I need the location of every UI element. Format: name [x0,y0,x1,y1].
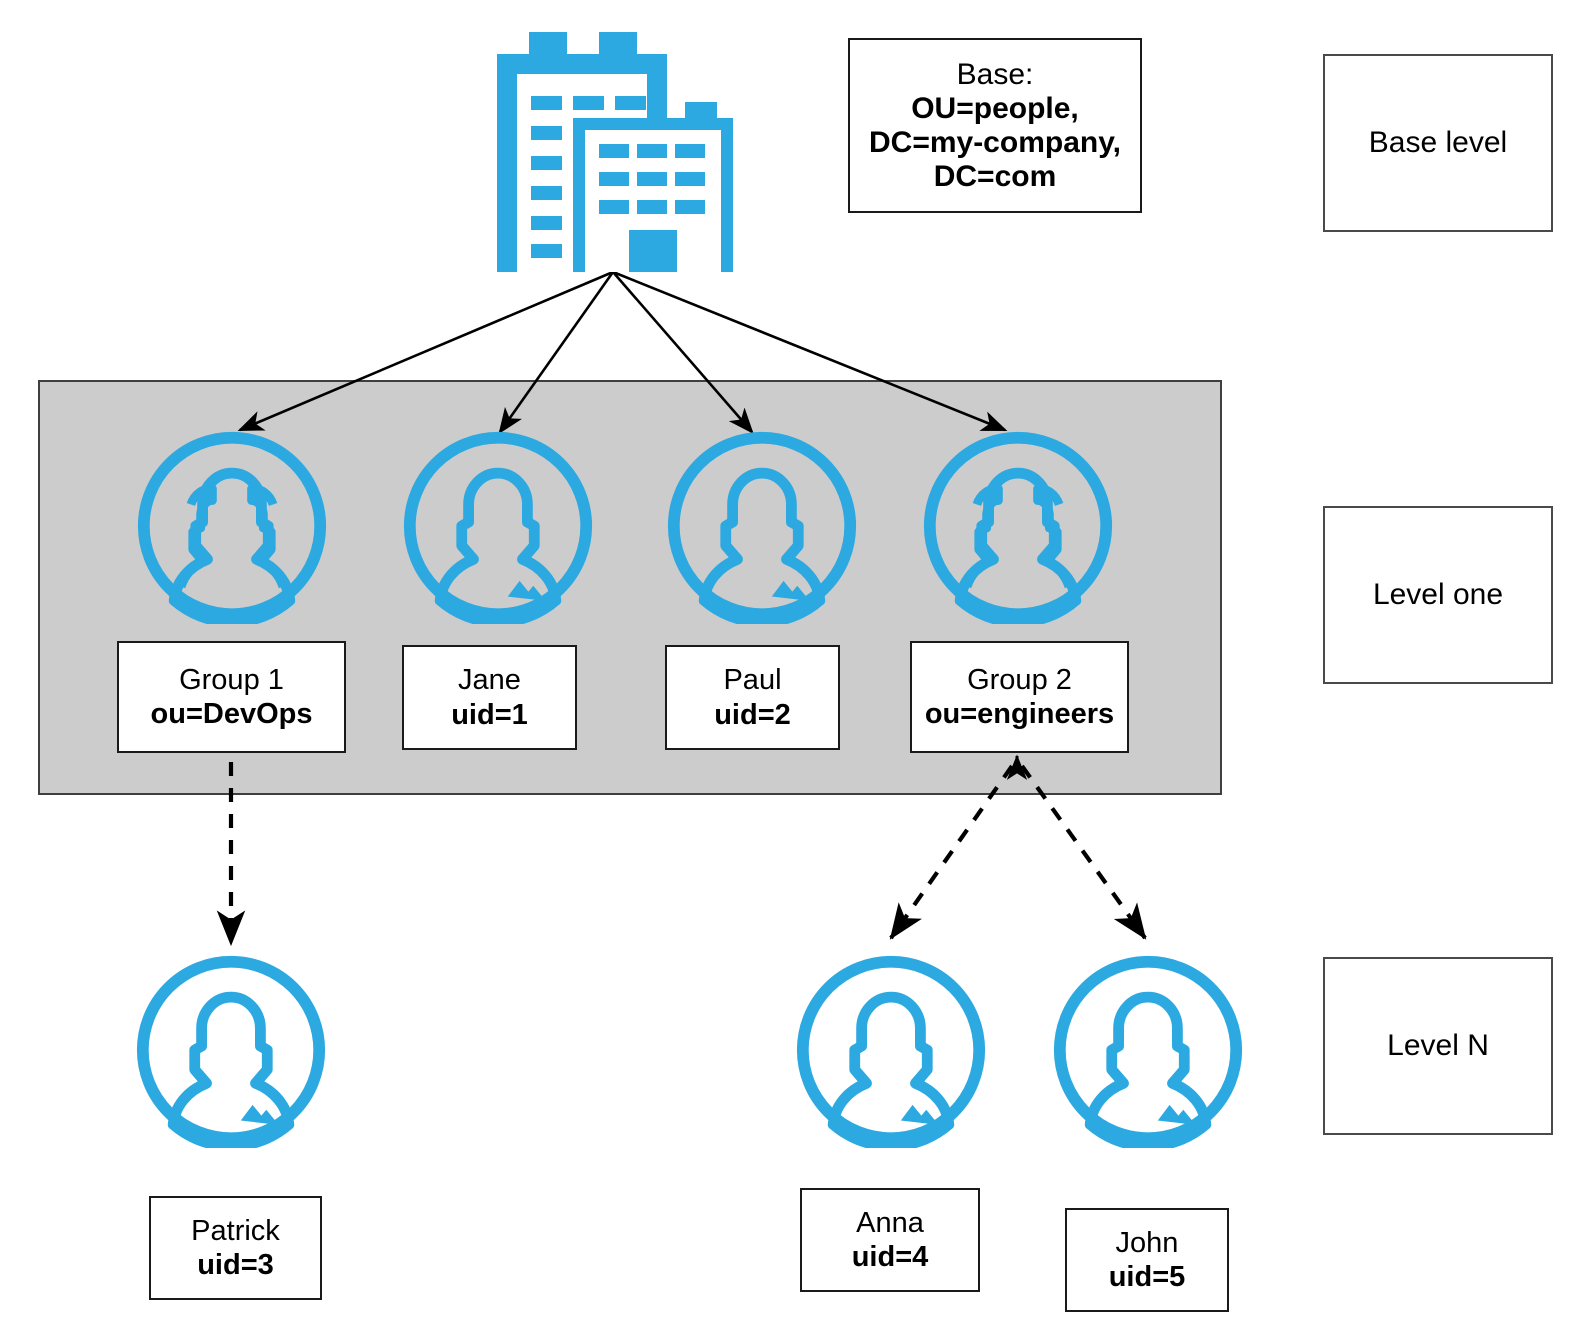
node-name-patrick: Patrick [191,1214,280,1247]
legend-base-level-label: Base level [1368,126,1508,159]
person-avatar-icon-patrick [133,952,329,1148]
node-attr-jane: uid=1 [451,698,528,731]
node-name-anna: Anna [856,1206,924,1239]
node-box-paul[interactable]: Paul uid=2 [665,645,840,750]
node-box-patrick[interactable]: Patrick uid=3 [149,1196,322,1300]
legend-base-level: Base level [1323,54,1553,232]
node-name-john: John [1115,1226,1179,1259]
node-box-john[interactable]: John uid=5 [1065,1208,1229,1312]
legend-level-one: Level one [1323,506,1553,684]
base-dn-line-2: DC=my-company, [868,125,1121,159]
node-name-group2: Group 2 [967,663,1072,696]
node-box-anna[interactable]: Anna uid=4 [800,1188,980,1292]
node-box-group1[interactable]: Group 1 ou=DevOps [117,641,346,753]
legend-level-n: Level N [1323,957,1553,1135]
node-attr-group2: ou=engineers [924,698,1115,730]
node-name-group1: Group 1 [179,663,284,696]
group-avatar-icon-group2 [920,428,1116,624]
node-attr-anna: uid=4 [851,1241,929,1273]
base-dn-line-3: DC=com [933,159,1057,193]
base-dn-callout: Base: OU=people, DC=my-company, DC=com [848,38,1142,213]
legend-level-one-label: Level one [1372,578,1504,611]
base-dn-label: Base: [956,57,1034,91]
node-attr-group1: ou=DevOps [150,698,313,730]
node-attr-patrick: uid=3 [197,1249,274,1281]
group-avatar-icon-group1 [134,428,330,624]
base-dn-line-1: OU=people, [911,91,1079,125]
person-avatar-icon-john [1050,952,1246,1148]
legend-level-n-label: Level N [1387,1029,1489,1062]
person-avatar-icon-paul [664,428,860,624]
node-box-group2[interactable]: Group 2 ou=engineers [910,641,1129,753]
node-name-paul: Paul [723,664,782,697]
node-attr-paul: uid=2 [714,698,791,731]
person-avatar-icon-jane [400,428,596,624]
office-building-icon [489,14,741,274]
node-attr-john: uid=5 [1108,1261,1186,1293]
node-box-jane[interactable]: Jane uid=1 [402,645,577,750]
node-name-jane: Jane [458,664,521,697]
person-avatar-icon-anna [793,952,989,1148]
